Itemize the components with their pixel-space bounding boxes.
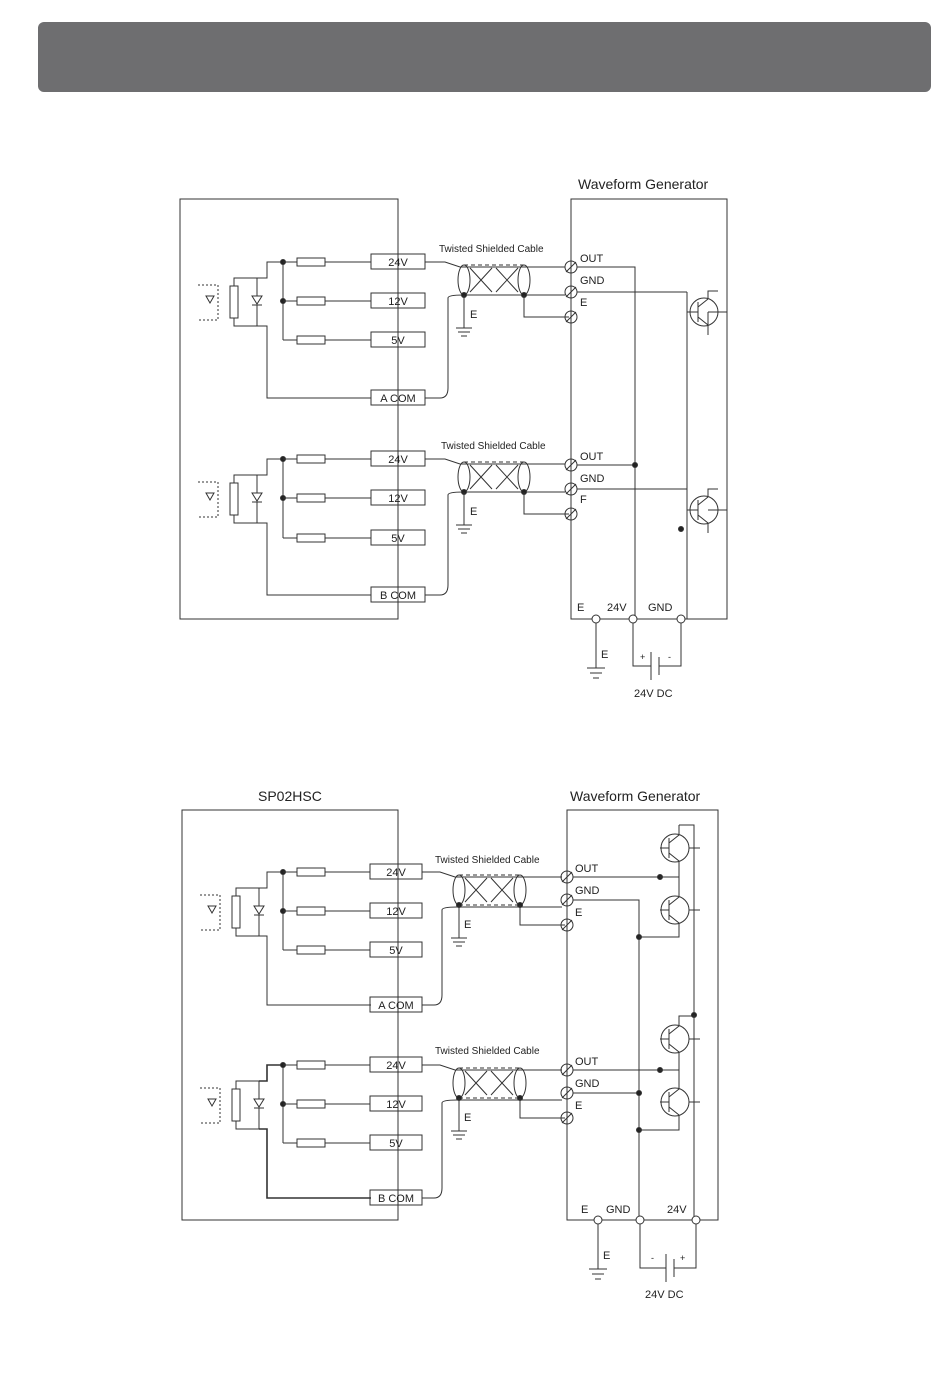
d2-b-com: B COM: [378, 1193, 414, 1205]
d2-b-input-24v: 24V: [386, 1060, 406, 1072]
diagram2-left-title: SP02HSC: [258, 788, 322, 804]
diagram1-device-title: Waveform Generator: [578, 176, 709, 192]
d1-b-out: OUT: [580, 451, 604, 463]
d1-bottom-gnd: GND: [648, 602, 673, 614]
d2-a-input-12v: 12V: [386, 906, 406, 918]
led-icon: [208, 906, 216, 913]
diode-icon: [252, 493, 262, 501]
d2-b-input-5v: 5V: [389, 1138, 403, 1150]
d1-bottom-e: E: [577, 602, 584, 614]
d2-b-e: E: [575, 1100, 582, 1112]
led-icon: [208, 1099, 216, 1106]
d2-a-shield-label: E: [464, 919, 471, 931]
resistor-icon: [230, 286, 238, 318]
d2-supply-plus: +: [680, 1253, 685, 1263]
led-icon: [206, 493, 214, 500]
d1-a-cable-label: Twisted Shielded Cable: [439, 244, 544, 255]
d1-b-shield-label: E: [470, 506, 477, 518]
d2-a-gnd: GND: [575, 885, 600, 897]
d2-a-cable-label: Twisted Shielded Cable: [435, 855, 540, 866]
diagram2-channel-b: [200, 1013, 700, 1221]
d1-supply-label: 24V DC: [634, 688, 673, 700]
d1-b-input-24v: 24V: [388, 454, 408, 466]
d1-b-gnd: GND: [580, 473, 605, 485]
diagram1-supply: [587, 615, 685, 680]
diode-icon: [252, 296, 262, 304]
d2-bottom-e: E: [581, 1204, 588, 1216]
d2-a-e: E: [575, 907, 582, 919]
d2-b-cable-label: Twisted Shielded Cable: [435, 1046, 540, 1057]
d1-bottom-24v: 24V: [607, 602, 627, 614]
d2-b-shield-label: E: [464, 1112, 471, 1124]
d1-b-com: B COM: [380, 590, 416, 602]
d1-a-shield-label: E: [470, 309, 477, 321]
d1-supply-minus: -: [668, 652, 671, 662]
d2-a-com: A COM: [378, 1000, 413, 1012]
d2-b-out: OUT: [575, 1056, 599, 1068]
d2-a-input-5v: 5V: [389, 945, 403, 957]
d1-a-input-24v: 24V: [388, 257, 408, 269]
diagram2-channel-a: [200, 825, 700, 1220]
d1-ground-label: E: [601, 649, 608, 661]
diode-icon: [254, 906, 264, 914]
d2-a-out: OUT: [575, 863, 599, 875]
diagram2-labels: SP02HSC Waveform Generator 24V 12V 5V A …: [258, 788, 701, 1301]
d1-a-input-5v: 5V: [391, 335, 405, 347]
d2-ground-label: E: [603, 1250, 610, 1262]
d1-b-e: F: [580, 494, 587, 506]
diagram2-supply: [589, 1216, 700, 1282]
d1-supply-plus: +: [640, 652, 645, 662]
diagram2-device-title: Waveform Generator: [570, 788, 701, 804]
resistor-icon: [232, 1089, 240, 1121]
d1-a-e: E: [580, 297, 587, 309]
d2-b-input-12v: 12V: [386, 1099, 406, 1111]
d2-supply-minus: -: [651, 1253, 654, 1263]
d2-bottom-gnd: GND: [606, 1204, 631, 1216]
d1-a-out: OUT: [580, 253, 604, 265]
d1-b-input-5v: 5V: [391, 533, 405, 545]
d1-a-com: A COM: [380, 393, 415, 405]
led-icon: [206, 296, 214, 303]
d2-bottom-24v: 24V: [667, 1204, 687, 1216]
diode-icon: [254, 1099, 264, 1107]
d2-b-gnd: GND: [575, 1078, 600, 1090]
d2-a-input-24v: 24V: [386, 867, 406, 879]
resistor-icon: [232, 896, 240, 928]
d1-b-cable-label: Twisted Shielded Cable: [441, 441, 546, 452]
d1-a-input-12v: 12V: [388, 296, 408, 308]
d1-b-input-12v: 12V: [388, 493, 408, 505]
diagram1-labels: 24V 12V 5V A COM Twisted Shielded Cable …: [380, 244, 673, 700]
d2-supply-label: 24V DC: [645, 1289, 684, 1301]
resistor-icon: [230, 483, 238, 515]
diagram1-channel-a: [198, 254, 727, 619]
d1-a-gnd: GND: [580, 275, 605, 287]
diagram1-channel-b: [198, 312, 727, 619]
